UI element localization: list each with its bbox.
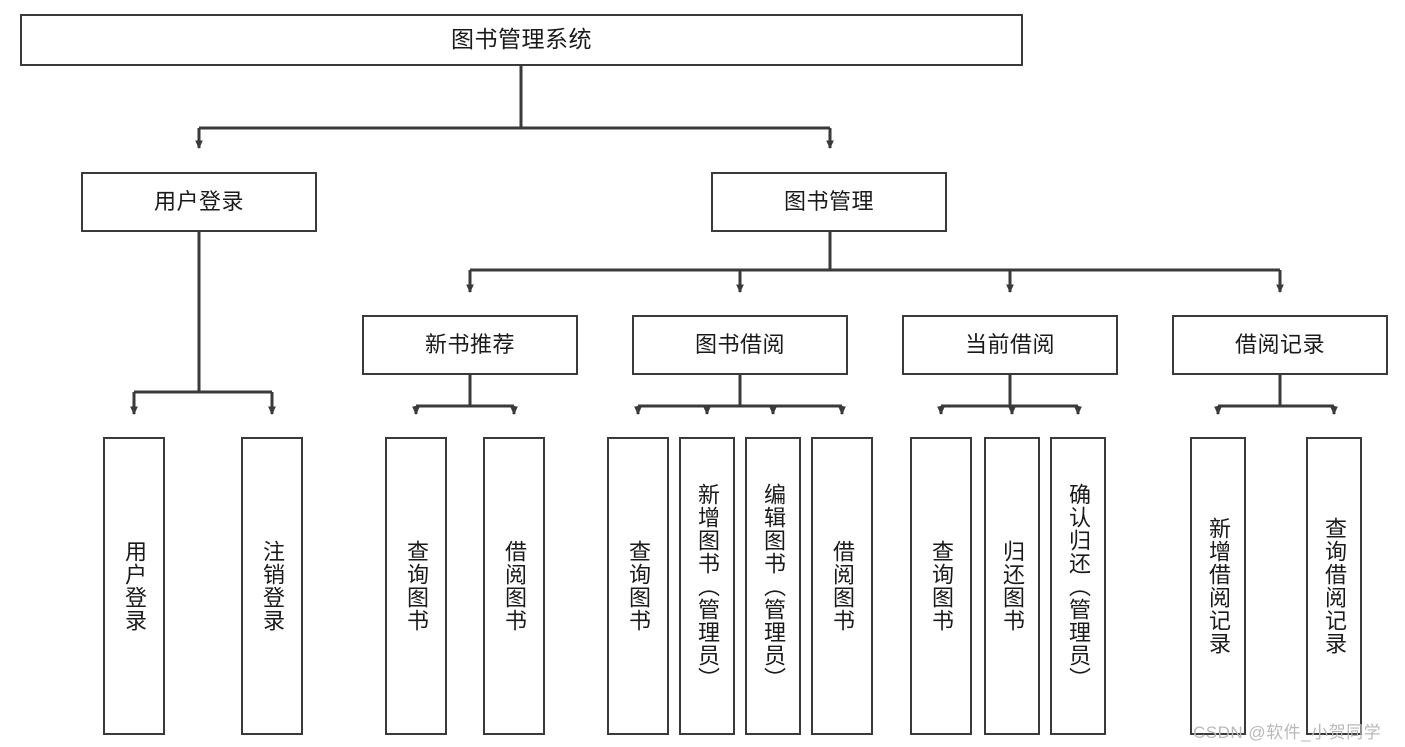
csdn-watermark: CSDN @软件_小贺同学 <box>1193 723 1382 742</box>
node-leaf-borrow-book-2[interactable]: 借阅图书 <box>811 437 873 735</box>
node-leaf-borrow-book-1[interactable]: 借阅图书 <box>483 437 545 735</box>
node-leaf-query-book-2[interactable]: 查询图书 <box>607 437 669 735</box>
node-book-borrow[interactable]: 图书借阅 <box>632 315 848 375</box>
node-user-login[interactable]: 用户登录 <box>81 172 317 232</box>
node-leaf-query-book-3[interactable]: 查询图书 <box>910 437 972 735</box>
node-leaf-user-logout[interactable]: 注销登录 <box>241 437 303 735</box>
node-leaf-query-book-1[interactable]: 查询图书 <box>385 437 447 735</box>
node-leaf-edit-book-admin[interactable]: 编辑图书（管理员） <box>745 437 801 735</box>
node-leaf-return-book[interactable]: 归还图书 <box>984 437 1040 735</box>
node-leaf-query-borrow-record[interactable]: 查询借阅记录 <box>1306 437 1362 735</box>
node-leaf-add-book-admin[interactable]: 新增图书（管理员） <box>679 437 735 735</box>
node-borrow-records[interactable]: 借阅记录 <box>1172 315 1388 375</box>
node-new-book-recommend[interactable]: 新书推荐 <box>362 315 578 375</box>
node-leaf-add-borrow-record[interactable]: 新增借阅记录 <box>1190 437 1246 735</box>
node-leaf-confirm-return-admin[interactable]: 确认归还（管理员） <box>1050 437 1106 735</box>
node-root[interactable]: 图书管理系统 <box>20 14 1023 66</box>
node-leaf-user-login[interactable]: 用户登录 <box>103 437 165 735</box>
node-current-borrow[interactable]: 当前借阅 <box>902 315 1118 375</box>
node-book-manage[interactable]: 图书管理 <box>711 172 947 232</box>
